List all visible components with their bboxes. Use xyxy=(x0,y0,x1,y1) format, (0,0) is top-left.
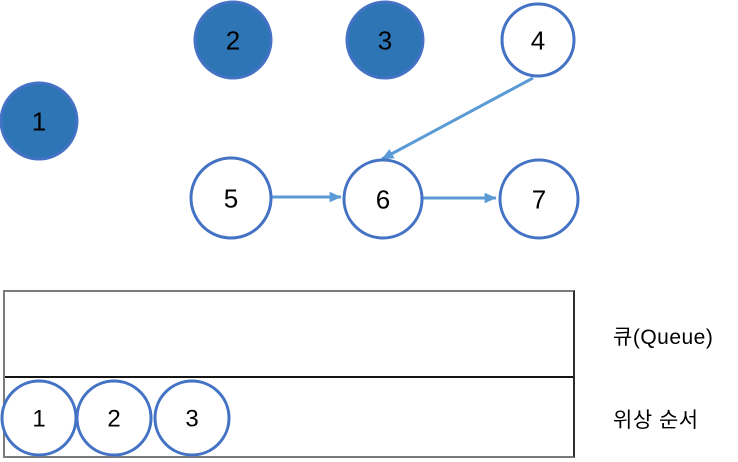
graph-node-5: 5 xyxy=(189,156,273,240)
queue-row xyxy=(5,292,573,376)
graph-node-6-circle xyxy=(342,158,424,240)
graph-node-3-label: 3 xyxy=(378,25,392,55)
graph-node-1-label: 1 xyxy=(32,106,46,136)
graph-node-2: 2 xyxy=(193,0,273,80)
graph-node-4: 4 xyxy=(500,2,576,78)
order-label: 위상 순서 xyxy=(613,409,699,432)
graph-node-7: 7 xyxy=(498,158,580,240)
graph-node-7-label: 7 xyxy=(532,184,546,214)
graph-node-4-label: 4 xyxy=(531,25,545,55)
edges-layer xyxy=(272,76,534,204)
graph-node-2-label: 2 xyxy=(226,25,240,55)
queue-order-table xyxy=(3,290,575,458)
graph-node-7-circle xyxy=(498,158,580,240)
graph-node-2-circle xyxy=(193,0,273,80)
graph-node-6-label: 6 xyxy=(376,184,390,214)
edge-4-6 xyxy=(381,76,534,161)
order-row xyxy=(5,376,573,456)
graph-node-3: 3 xyxy=(345,0,425,80)
graph-node-4-circle xyxy=(500,2,576,78)
graph-node-1-circle xyxy=(0,81,79,161)
graph-node-1: 1 xyxy=(0,81,79,161)
graph-node-3-circle xyxy=(345,0,425,80)
queue-label: 큐(Queue) xyxy=(613,326,714,349)
nodes-layer: 1 2 3 4 5 6 7 xyxy=(0,0,580,240)
graph-node-6: 6 xyxy=(342,158,424,240)
graph-node-5-circle xyxy=(189,156,273,240)
graph-node-5-label: 5 xyxy=(224,183,238,213)
